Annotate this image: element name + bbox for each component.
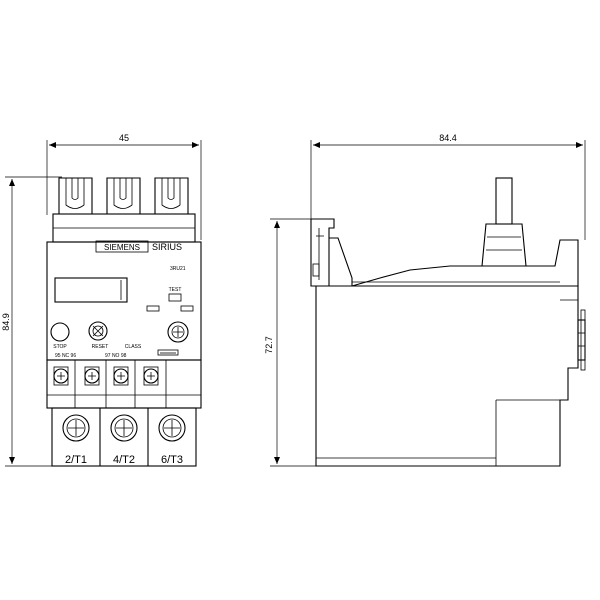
side-left-clip bbox=[310, 218, 353, 287]
contact-no-label: 97 NO 98 bbox=[105, 353, 127, 359]
front-height-dimension: 84.9 bbox=[1, 176, 62, 467]
front-width-label: 45 bbox=[119, 133, 129, 143]
terminal-label-t3: 6/T3 bbox=[161, 454, 183, 466]
side-height-dimension: 72.7 bbox=[264, 218, 320, 467]
terminal-label-t1: 2/T1 bbox=[65, 454, 87, 466]
brand-sirius: SIRIUS bbox=[152, 242, 182, 252]
front-body: SIEMENS SIRIUS 3RU21 TEST STOP RESET CLA… bbox=[46, 240, 202, 361]
side-width-label: 84.4 bbox=[439, 133, 457, 143]
side-view: 84.4 72.7 bbox=[264, 133, 586, 467]
reset-button[interactable] bbox=[88, 321, 108, 341]
brand-siemens: SIEMENS bbox=[104, 243, 140, 252]
aux-screw-95[interactable] bbox=[53, 366, 69, 386]
contact-nc-label: 95 NC 96 bbox=[55, 353, 76, 359]
side-width-dimension: 84.4 bbox=[310, 133, 586, 240]
side-height-label: 72.7 bbox=[264, 336, 274, 354]
current-setting-dial[interactable] bbox=[167, 321, 189, 343]
aux-screw-97[interactable] bbox=[113, 366, 129, 386]
aux-screw-96[interactable] bbox=[84, 366, 100, 386]
main-screw-t3[interactable] bbox=[158, 414, 186, 442]
top-lug-2 bbox=[106, 177, 141, 215]
top-lug-3 bbox=[154, 177, 189, 215]
side-knob bbox=[481, 177, 527, 267]
terminal-label-t2: 4/T2 bbox=[113, 454, 135, 466]
main-terminals: 2/T1 4/T2 6/T3 bbox=[51, 407, 197, 467]
front-height-label: 84.9 bbox=[1, 313, 11, 331]
stop-button[interactable] bbox=[50, 322, 70, 342]
side-upper-cover bbox=[351, 239, 579, 287]
side-housing bbox=[315, 285, 579, 467]
test-label: TEST bbox=[169, 287, 182, 293]
front-width-dimension: 45 bbox=[46, 133, 202, 240]
display-window bbox=[54, 277, 128, 303]
stop-label: STOP bbox=[53, 344, 67, 350]
test-button[interactable] bbox=[168, 293, 182, 302]
top-lugs bbox=[52, 177, 196, 243]
main-screw-t1[interactable] bbox=[62, 414, 90, 442]
aux-screw-98[interactable] bbox=[143, 366, 159, 386]
class-label: CLASS bbox=[125, 344, 142, 350]
top-lug-1 bbox=[58, 177, 93, 215]
aux-terminals bbox=[46, 359, 202, 409]
model-code: 3RU21 bbox=[170, 266, 186, 272]
main-screw-t2[interactable] bbox=[110, 414, 138, 442]
side-right-terminals bbox=[560, 299, 586, 371]
reset-label: RESET bbox=[92, 344, 109, 350]
front-view: 45 84.9 bbox=[1, 133, 202, 467]
